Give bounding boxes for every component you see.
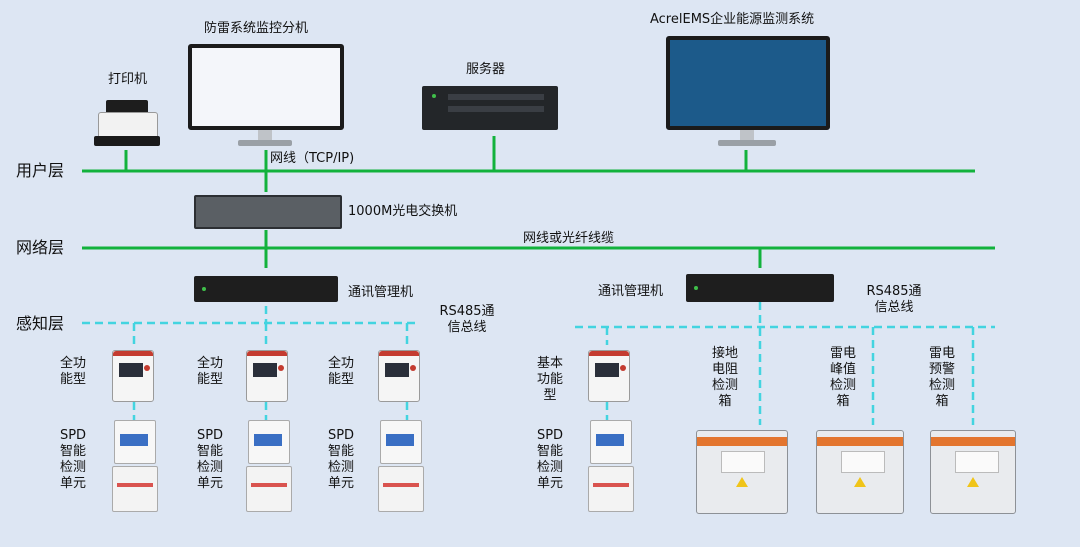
rs485-left-label: RS485通信总线	[439, 304, 495, 335]
spd-unit-4	[588, 420, 634, 512]
meter-2	[246, 350, 288, 402]
monitor-pc-icon	[188, 44, 344, 150]
lightning-warning-box	[930, 430, 1016, 514]
meter-2-label: 全功能型	[196, 356, 223, 387]
meter-1	[112, 350, 154, 402]
comm-manager-left-icon	[194, 276, 338, 302]
printer-icon	[92, 98, 162, 148]
meter-4-label: 基本功能型	[536, 356, 563, 403]
user-layer-label: 用户层	[16, 161, 65, 180]
spd-1-label: SPD智能检测单元	[59, 428, 87, 491]
rs485-lines	[82, 302, 995, 425]
box-3-label: 雷电预警检测箱	[928, 346, 955, 409]
network-layer-label: 网络层	[16, 238, 65, 257]
ems-label: AcrelEMS企业能源监测系统	[650, 12, 815, 27]
spd-2-label: SPD智能检测单元	[196, 428, 224, 491]
meter-3	[378, 350, 420, 402]
switch-label: 1000M光电交换机	[348, 204, 458, 219]
server-label: 服务器	[466, 62, 506, 77]
spd-unit-2	[246, 420, 292, 512]
comm-manager-left-label: 通讯管理机	[348, 285, 414, 300]
comm-manager-right-icon	[686, 274, 834, 302]
tcpip-label: 网线（TCP/IP)	[270, 151, 355, 166]
ems-monitor-icon	[666, 36, 830, 150]
box-2-label: 雷电峰值检测箱	[829, 346, 856, 409]
fiber-label: 网线或光纤线缆	[523, 231, 615, 246]
spd-unit-3	[378, 420, 424, 512]
rs485-right-label: RS485通信总线	[866, 284, 922, 315]
server-icon	[422, 86, 558, 130]
box-1-label: 接地电阻检测箱	[711, 346, 738, 409]
grounding-resistance-box	[696, 430, 788, 514]
monitor-pc-label: 防雷系统监控分机	[204, 21, 309, 36]
printer-label: 打印机	[108, 72, 148, 87]
meter-1-label: 全功能型	[59, 356, 86, 387]
spd-4-label: SPD智能检测单元	[536, 428, 564, 491]
sensing-layer-label: 感知层	[16, 314, 65, 333]
comm-manager-right-label: 通讯管理机	[598, 284, 664, 299]
switch-icon	[194, 195, 342, 229]
meter-3-label: 全功能型	[327, 356, 354, 387]
spd-unit-1	[112, 420, 158, 512]
meter-4	[588, 350, 630, 402]
spd-3-label: SPD智能检测单元	[327, 428, 355, 491]
lightning-peak-box	[816, 430, 904, 514]
